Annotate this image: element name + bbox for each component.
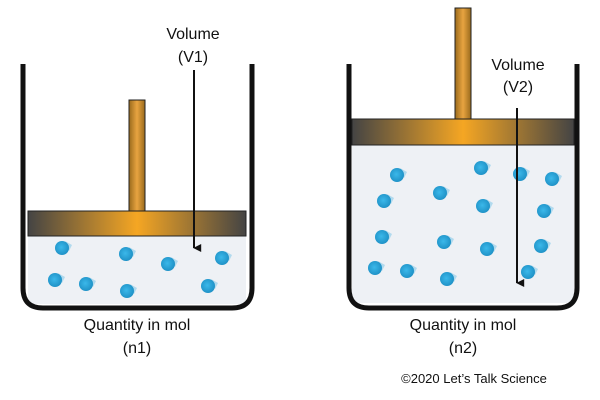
volume-symbol-2: (V2) bbox=[503, 79, 533, 96]
container-1: Volume (V1) Quantity in mol (n1) bbox=[20, 26, 255, 357]
gas-particle bbox=[476, 199, 490, 213]
gas-particle bbox=[377, 194, 391, 208]
gas-particle bbox=[521, 265, 535, 279]
piston-2 bbox=[351, 118, 575, 146]
quantity-symbol-1: (n1) bbox=[123, 340, 151, 357]
gas-particle bbox=[215, 251, 229, 265]
gas-particle bbox=[400, 264, 414, 278]
gas-particle bbox=[437, 235, 451, 249]
gas-particle bbox=[375, 230, 389, 244]
gas-region-2 bbox=[352, 145, 574, 303]
gas-particle bbox=[120, 284, 134, 298]
quantity-symbol-2: (n2) bbox=[449, 340, 477, 357]
particles-2 bbox=[368, 161, 562, 286]
quantity-label-2: Quantity in mol bbox=[410, 317, 517, 334]
gas-particle bbox=[161, 257, 175, 271]
piston-rod-2 bbox=[454, 7, 472, 121]
copyright-text: ©2020 Let’s Talk Science bbox=[401, 371, 547, 386]
gas-particle bbox=[390, 168, 404, 182]
gas-particle bbox=[480, 242, 494, 256]
gas-particle bbox=[368, 261, 382, 275]
particles-1 bbox=[48, 241, 232, 298]
piston-1 bbox=[27, 210, 247, 237]
gas-particle bbox=[513, 167, 527, 181]
gas-particle bbox=[433, 186, 447, 200]
gas-particle bbox=[474, 161, 488, 175]
quantity-label-1: Quantity in mol bbox=[84, 317, 191, 334]
gas-particle bbox=[537, 204, 551, 218]
gas-particle bbox=[545, 172, 559, 186]
container-outline-1 bbox=[20, 64, 255, 311]
container-2: Volume (V2) Quantity in mol (n2) bbox=[346, 7, 580, 357]
gas-particle bbox=[440, 272, 454, 286]
volume-symbol-1: (V1) bbox=[178, 49, 208, 66]
gas-particle bbox=[201, 279, 215, 293]
container-outline-2 bbox=[346, 64, 580, 311]
gas-particle bbox=[48, 273, 62, 287]
gas-particle bbox=[79, 277, 93, 291]
gas-particle bbox=[119, 247, 133, 261]
volume-label-2: Volume bbox=[491, 57, 544, 74]
volume-label-1: Volume bbox=[166, 26, 219, 43]
gas-particle bbox=[534, 239, 548, 253]
piston-rod-1 bbox=[128, 99, 146, 213]
gas-particle bbox=[55, 241, 69, 255]
